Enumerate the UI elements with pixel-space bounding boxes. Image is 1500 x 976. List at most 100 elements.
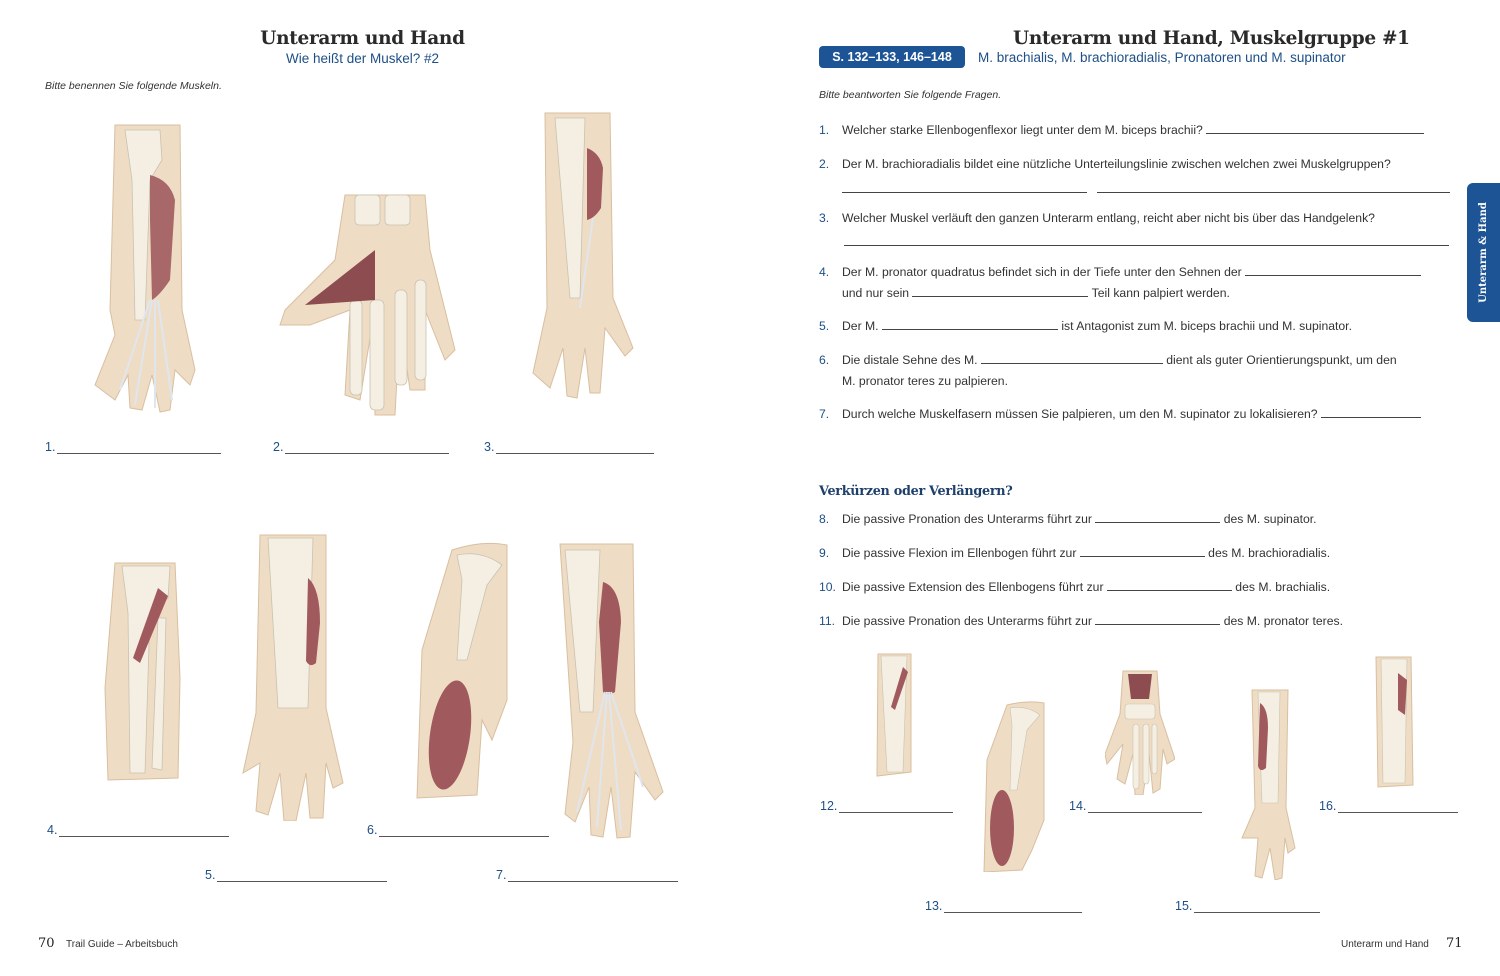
question-text: des M. pronator teres. xyxy=(1223,614,1343,628)
question-5: 5. Der M. ist Antagonist zum M. biceps br… xyxy=(819,316,1352,337)
answer-line[interactable] xyxy=(839,801,954,813)
answer-blank[interactable] xyxy=(980,352,1163,364)
side-tab-label: Unterarm & Hand xyxy=(1478,202,1490,303)
label-number: 15. xyxy=(1175,899,1193,913)
question-text: Teil kann palpiert werden. xyxy=(1091,286,1230,300)
question-11: 11. Die passive Pronation des Unterarms f… xyxy=(819,611,1343,632)
question-4: 4. Der M. pronator quadratus befindet sic… xyxy=(819,262,1422,304)
anatomy-figure-6 xyxy=(412,540,512,800)
answer-blank[interactable] xyxy=(1095,511,1221,523)
answer-label-15[interactable]: 15. xyxy=(1175,899,1321,913)
question-7: 7.Durch welche Muskelfasern müssen Sie p… xyxy=(819,404,1421,425)
question-number: 11. xyxy=(819,614,836,628)
label-number: 7. xyxy=(496,868,507,882)
question-number: 6. xyxy=(819,353,830,367)
answer-blank[interactable] xyxy=(1206,122,1425,134)
answer-label-6[interactable]: 6. xyxy=(367,823,550,837)
answer-line[interactable] xyxy=(59,825,230,837)
anatomy-figure-15 xyxy=(1240,688,1298,880)
anatomy-figure-14 xyxy=(1105,669,1175,795)
page-number: 71 xyxy=(1446,936,1463,951)
answer-blank[interactable] xyxy=(1106,579,1232,591)
answer-line[interactable] xyxy=(379,825,550,837)
answer-label-16[interactable]: 16. xyxy=(1319,799,1459,813)
answer-line[interactable] xyxy=(217,870,388,882)
answer-line[interactable] xyxy=(57,442,222,454)
anatomy-figure-7 xyxy=(555,542,665,842)
question-text: Der M. xyxy=(842,319,879,333)
answer-blank[interactable] xyxy=(1320,406,1421,418)
answer-line[interactable] xyxy=(1338,801,1459,813)
page-title: Unterarm und Hand, Muskelgruppe #1 xyxy=(1013,28,1410,49)
answer-label-14[interactable]: 14. xyxy=(1069,799,1203,813)
answer-blank[interactable] xyxy=(1245,264,1422,276)
answer-line[interactable] xyxy=(1194,901,1321,913)
answer-blank[interactable] xyxy=(1095,613,1221,625)
answer-label-3[interactable]: 3. xyxy=(484,440,655,454)
question-6: 6.Die distale Sehne des M. dient als gut… xyxy=(819,350,1397,392)
answer-line[interactable] xyxy=(496,442,655,454)
question-number: 9. xyxy=(819,546,830,560)
answer-label-13[interactable]: 13. xyxy=(925,899,1083,913)
question-text: des M. supinator. xyxy=(1223,512,1317,526)
question-text: Die passive Extension des Ellenbogens fü… xyxy=(842,580,1104,594)
label-number: 5. xyxy=(205,868,216,882)
answer-label-2[interactable]: 2. xyxy=(273,440,450,454)
question-number: 5. xyxy=(819,319,830,333)
question-text: Der M. brachioradialis bildet eine nützl… xyxy=(842,157,1391,171)
anatomy-figure-5 xyxy=(238,533,346,821)
answer-label-7[interactable]: 7. xyxy=(496,868,679,882)
answer-line[interactable] xyxy=(944,901,1083,913)
question-number: 10. xyxy=(819,580,836,594)
label-number: 13. xyxy=(925,899,943,913)
answer-line[interactable] xyxy=(285,442,450,454)
question-1: 1.Welcher starke Ellenbogenflexor liegt … xyxy=(819,120,1425,141)
answer-label-5[interactable]: 5. xyxy=(205,868,388,882)
question-text: Die passive Pronation des Unterarms führ… xyxy=(842,614,1092,628)
answer-label-4[interactable]: 4. xyxy=(47,823,230,837)
question-9: 9. Die passive Flexion im Ellenbogen führ… xyxy=(819,543,1330,564)
anatomy-figure-4 xyxy=(100,558,185,783)
label-number: 2. xyxy=(273,440,284,454)
chapter-side-tab[interactable]: Unterarm & Hand xyxy=(1467,183,1500,322)
question-number: 2. xyxy=(819,157,830,171)
label-number: 16. xyxy=(1319,799,1337,813)
label-number: 12. xyxy=(820,799,838,813)
answer-label-1[interactable]: 1. xyxy=(45,440,222,454)
answer-blank[interactable] xyxy=(881,318,1058,330)
question-text: Welcher starke Ellenbogenflexor liegt un… xyxy=(842,123,1203,137)
question-text: Die passive Flexion im Ellenbogen führt … xyxy=(842,546,1077,560)
anatomy-figure-16 xyxy=(1373,655,1415,789)
section-heading: Verkürzen oder Verlängern? xyxy=(819,484,1013,499)
question-10: 10. Die passive Extension des Ellenbogens… xyxy=(819,577,1330,598)
question-number: 4. xyxy=(819,265,830,279)
question-number: 8. xyxy=(819,512,830,526)
question-text: des M. brachioradialis. xyxy=(1208,546,1331,560)
instruction-text: Bitte benennen Sie folgende Muskeln. xyxy=(45,80,222,92)
answer-line[interactable] xyxy=(508,870,679,882)
label-number: 6. xyxy=(367,823,378,837)
answer-blank[interactable] xyxy=(844,234,1449,246)
question-8: 8. Die passive Pronation des Unterarms fü… xyxy=(819,509,1317,530)
question-text: des M. brachialis. xyxy=(1235,580,1331,594)
question-text: M. pronator teres zu palpieren. xyxy=(842,374,1008,388)
answer-label-12[interactable]: 12. xyxy=(820,799,954,813)
answer-blank[interactable] xyxy=(912,285,1089,297)
question-text: Der M. pronator quadratus befindet sich … xyxy=(842,265,1242,279)
question-text: dient als guter Orientierungspunkt, um d… xyxy=(1166,353,1397,367)
chapter-name: Unterarm und Hand xyxy=(1341,939,1429,950)
answer-blank[interactable] xyxy=(1079,545,1205,557)
label-number: 1. xyxy=(45,440,56,454)
page-subtitle: Wie heißt der Muskel? #2 xyxy=(285,51,440,66)
question-text: und nur sein xyxy=(842,286,910,300)
answer-blank[interactable] xyxy=(1097,181,1451,193)
question-text: Welcher Muskel verläuft den ganzen Unter… xyxy=(842,211,1375,225)
right-page: Unterarm und Hand, Muskelgruppe #1 S. 13… xyxy=(750,0,1500,976)
label-number: 4. xyxy=(47,823,58,837)
question-text: Die passive Pronation des Unterarms führ… xyxy=(842,512,1092,526)
page-reference-badge: S. 132–133, 146–148 xyxy=(819,46,965,68)
answer-blank[interactable] xyxy=(842,181,1087,193)
answer-line[interactable] xyxy=(1088,801,1203,813)
question-text: ist Antagonist zum M. biceps brachii und… xyxy=(1061,319,1352,333)
instruction-text: Bitte beantworten Sie folgende Fragen. xyxy=(819,89,1002,101)
